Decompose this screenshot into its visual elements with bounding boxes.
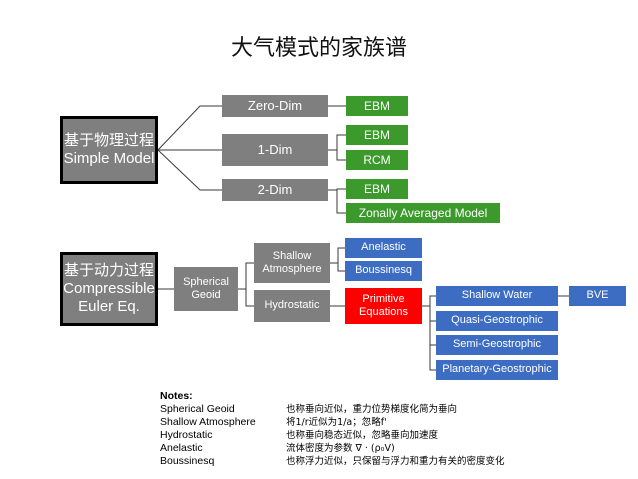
shallow-water-node: Shallow Water xyxy=(436,286,558,306)
simple-model-root: 基于物理过程 Simple Model xyxy=(60,116,158,184)
primitive-equations-node: Primitive Equations xyxy=(345,288,422,324)
notes-section: Notes: Spherical Geoid 也称垂向近似，重力位势梯度化简为垂… xyxy=(160,390,505,468)
semi-geostrophic-node: Semi-Geostrophic xyxy=(436,335,558,355)
note-term: Hydrostatic xyxy=(160,429,213,441)
note-term: Boussinesq xyxy=(160,455,215,467)
note-term: Anelastic xyxy=(160,442,203,454)
note-desc: 也称浮力近似，只保留与浮力和重力有关的密度变化 xyxy=(286,456,505,467)
dynamic-model-root: 基于动力过程 Compressible Euler Eq. xyxy=(60,252,158,326)
zero-dim-node: Zero-Dim xyxy=(222,95,328,117)
one-dim-node: 1-Dim xyxy=(222,134,328,166)
note-row: Hydrostatic 也称垂向稳态近似，忽略垂向加速度 xyxy=(160,429,505,442)
spherical-geoid-node: Spherical Geoid xyxy=(174,267,238,311)
zonal-model-node: Zonally Averaged Model xyxy=(346,203,500,223)
note-desc: 也称垂向近似，重力位势梯度化简为垂向 xyxy=(286,404,458,415)
planetary-geostrophic-node: Planetary-Geostrophic xyxy=(436,360,558,380)
note-term: Spherical Geoid xyxy=(160,403,235,415)
ebm-one-dim-node: EBM xyxy=(346,125,408,145)
rcm-node: RCM xyxy=(346,150,408,170)
ebm-zero-dim-node: EBM xyxy=(346,96,408,116)
page-title: 大气模式的家族谱 xyxy=(230,36,407,61)
anelastic-node: Anelastic xyxy=(345,238,422,258)
note-desc: 流体密度为参数 ∇ · (ρ₀V) xyxy=(286,443,395,454)
note-row: Shallow Atmosphere 将1/r近似为1/a；忽略f' xyxy=(160,416,505,429)
note-row: Boussinesq 也称浮力近似，只保留与浮力和重力有关的密度变化 xyxy=(160,455,505,468)
note-term: Shallow Atmosphere xyxy=(160,416,256,428)
hydrostatic-node: Hydrostatic xyxy=(254,290,330,322)
note-desc: 也称垂向稳态近似，忽略垂向加速度 xyxy=(286,430,439,441)
notes-header: Notes: xyxy=(160,390,193,402)
boussinesq-node: Boussinesq xyxy=(345,261,422,281)
note-row: Anelastic 流体密度为参数 ∇ · (ρ₀V) xyxy=(160,442,505,455)
two-dim-node: 2-Dim xyxy=(222,179,328,201)
bve-node: BVE xyxy=(569,286,626,306)
ebm-two-dim-node: EBM xyxy=(346,179,408,199)
note-desc: 将1/r近似为1/a；忽略f' xyxy=(286,417,387,428)
note-row: Spherical Geoid 也称垂向近似，重力位势梯度化简为垂向 xyxy=(160,403,505,416)
quasi-geostrophic-node: Quasi-Geostrophic xyxy=(436,311,558,331)
shallow-atmosphere-node: Shallow Atmosphere xyxy=(254,243,330,283)
